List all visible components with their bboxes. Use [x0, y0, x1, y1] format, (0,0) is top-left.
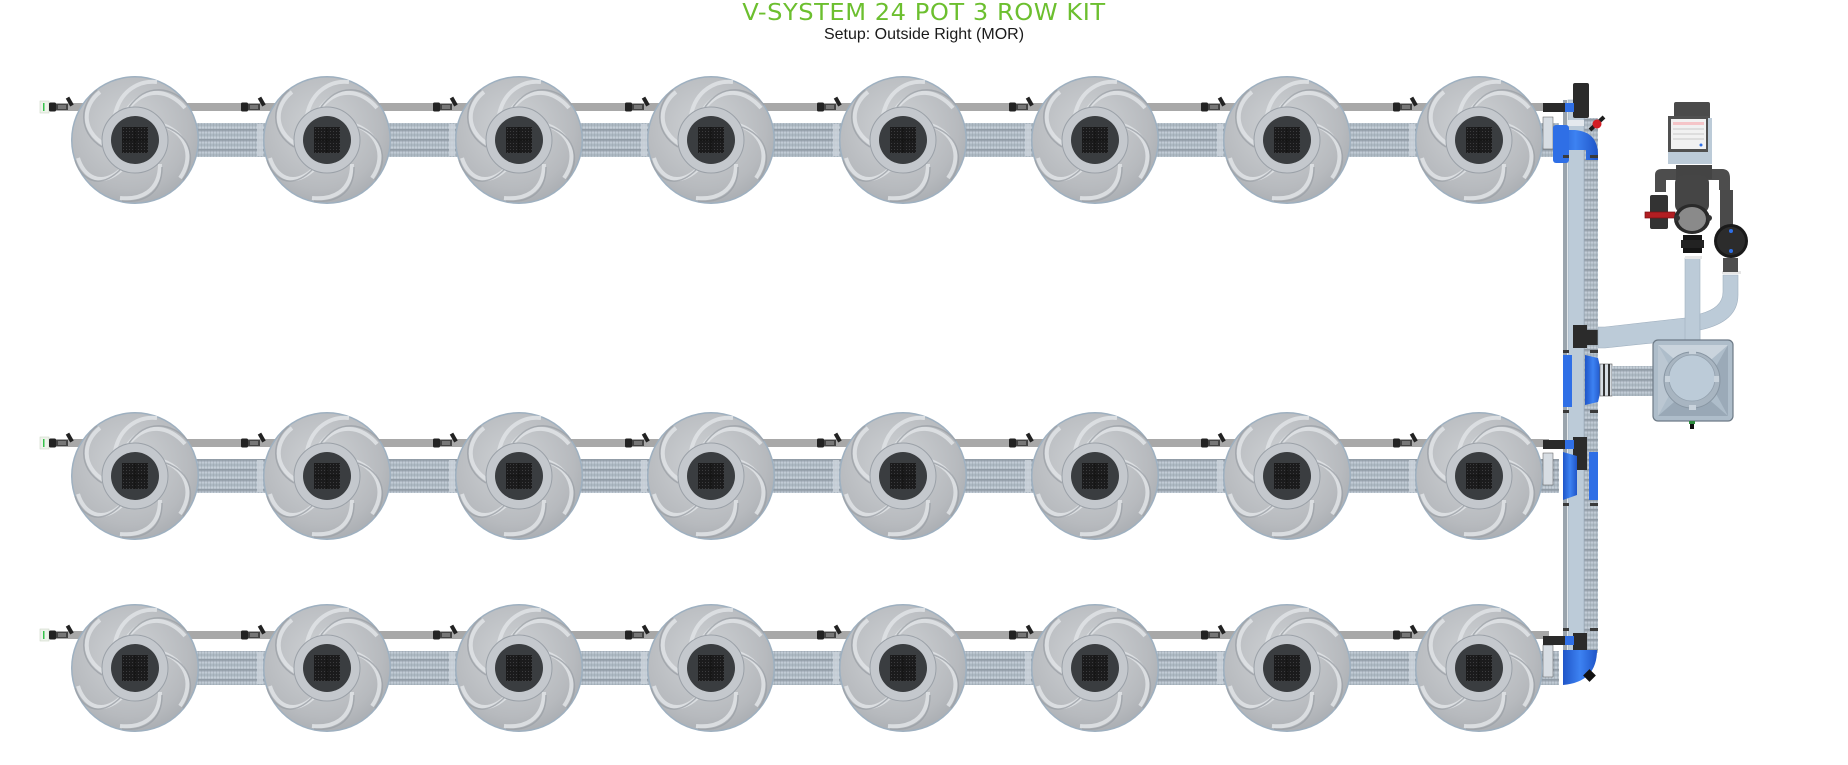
pot-8: [1413, 74, 1545, 206]
pot-19: [453, 602, 585, 734]
pot-5: [837, 74, 969, 206]
pot-24: [1413, 602, 1545, 734]
pot-12: [645, 410, 777, 542]
pump-hoses: [1597, 256, 1741, 349]
drip-line: [45, 103, 1549, 111]
control-reservoir: [1652, 339, 1734, 429]
pot-15: [1221, 410, 1353, 542]
pot-17: [69, 602, 201, 734]
diagram-title: V-SYSTEM 24 POT 3 ROW KIT: [742, 0, 1106, 26]
inline-filter: [1714, 224, 1748, 258]
vertical-manifold: [1543, 83, 1654, 685]
drip-line: [45, 439, 1549, 447]
pot-3: [453, 74, 585, 206]
pot-14: [1029, 410, 1161, 542]
pot-18: [261, 602, 393, 734]
diagram-subtitle: Setup: Outside Right (MOR): [823, 26, 1025, 43]
pot-4: [645, 74, 777, 206]
pot-7: [1221, 74, 1353, 206]
pump-unit: [1644, 102, 1748, 272]
row-1: [39, 74, 1559, 206]
pot-10: [261, 410, 393, 542]
reservoir-feed-hose: [1612, 366, 1654, 396]
row-3: [39, 602, 1559, 734]
pot-20: [645, 602, 777, 734]
pot-22: [1029, 602, 1161, 734]
pot-13: [837, 410, 969, 542]
pot-23: [1221, 602, 1353, 734]
drip-line: [45, 631, 1549, 639]
pot-rows: [39, 74, 1559, 734]
red-shutoff-valve: [1588, 115, 1606, 132]
pot-6: [1029, 74, 1161, 206]
bottom-elbow-fitting: [1563, 650, 1597, 685]
pot-11: [453, 410, 585, 542]
pot-9: [69, 410, 201, 542]
pot-1: [69, 74, 201, 206]
pot-21: [837, 602, 969, 734]
pot-16: [1413, 410, 1545, 542]
row-2: [39, 410, 1559, 542]
top-tee-fitting: [1573, 83, 1589, 118]
pot-2: [261, 74, 393, 206]
